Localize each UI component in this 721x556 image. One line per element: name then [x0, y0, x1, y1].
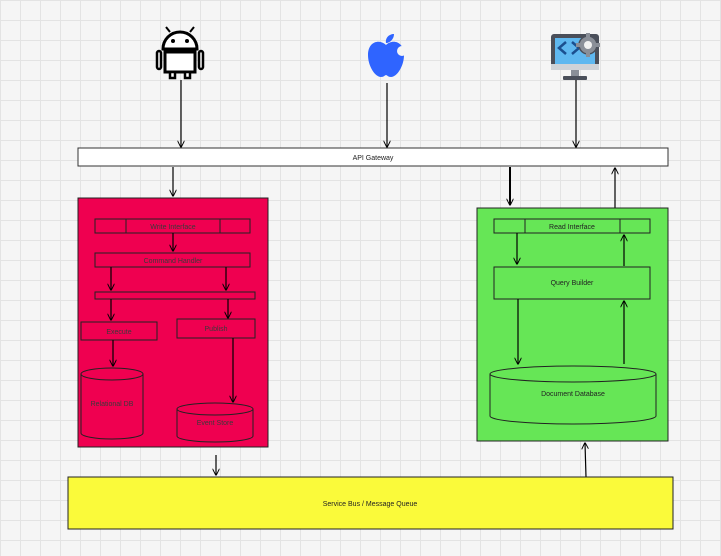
read-interface-label: Read Interface	[549, 224, 595, 231]
event-store-cylinder: Event Store	[176, 402, 254, 443]
document-database-label: Document Database	[541, 391, 605, 398]
publish-label: Publish	[205, 326, 228, 333]
document-database-cylinder: Document Database	[489, 365, 657, 425]
relational-db-cylinder: Relational DB	[80, 367, 144, 440]
execute-box: Execute	[80, 321, 158, 341]
service-bus: Service Bus / Message Queue	[67, 476, 674, 530]
apple-icon	[368, 34, 407, 77]
handler-split-bar	[94, 291, 256, 300]
read-side-container: Read Interface Query Builder Document Da…	[476, 207, 669, 442]
client-arrows	[181, 80, 576, 147]
api-gateway-label: API Gateway	[353, 155, 394, 162]
write-interface-label: Write Interface	[150, 224, 195, 231]
query-builder-label: Query Builder	[551, 280, 594, 287]
service-bus-label: Service Bus / Message Queue	[323, 501, 418, 508]
event-store-label: Event Store	[197, 420, 234, 427]
android-icon	[155, 26, 205, 80]
api-gateway: API Gateway	[77, 147, 669, 167]
query-builder: Query Builder	[493, 266, 651, 300]
execute-label: Execute	[106, 329, 131, 336]
command-handler: Command Handler	[94, 252, 251, 268]
command-handler-label: Command Handler	[144, 258, 203, 265]
desktop-settings-icon	[551, 33, 600, 80]
bus-to-read-arrow	[585, 443, 586, 478]
publish-box: Publish	[176, 318, 256, 339]
relational-db-label: Relational DB	[91, 401, 134, 408]
write-side-container: Write Interface Command Handler Execute …	[77, 197, 269, 448]
read-interface: Read Interface	[493, 218, 651, 234]
